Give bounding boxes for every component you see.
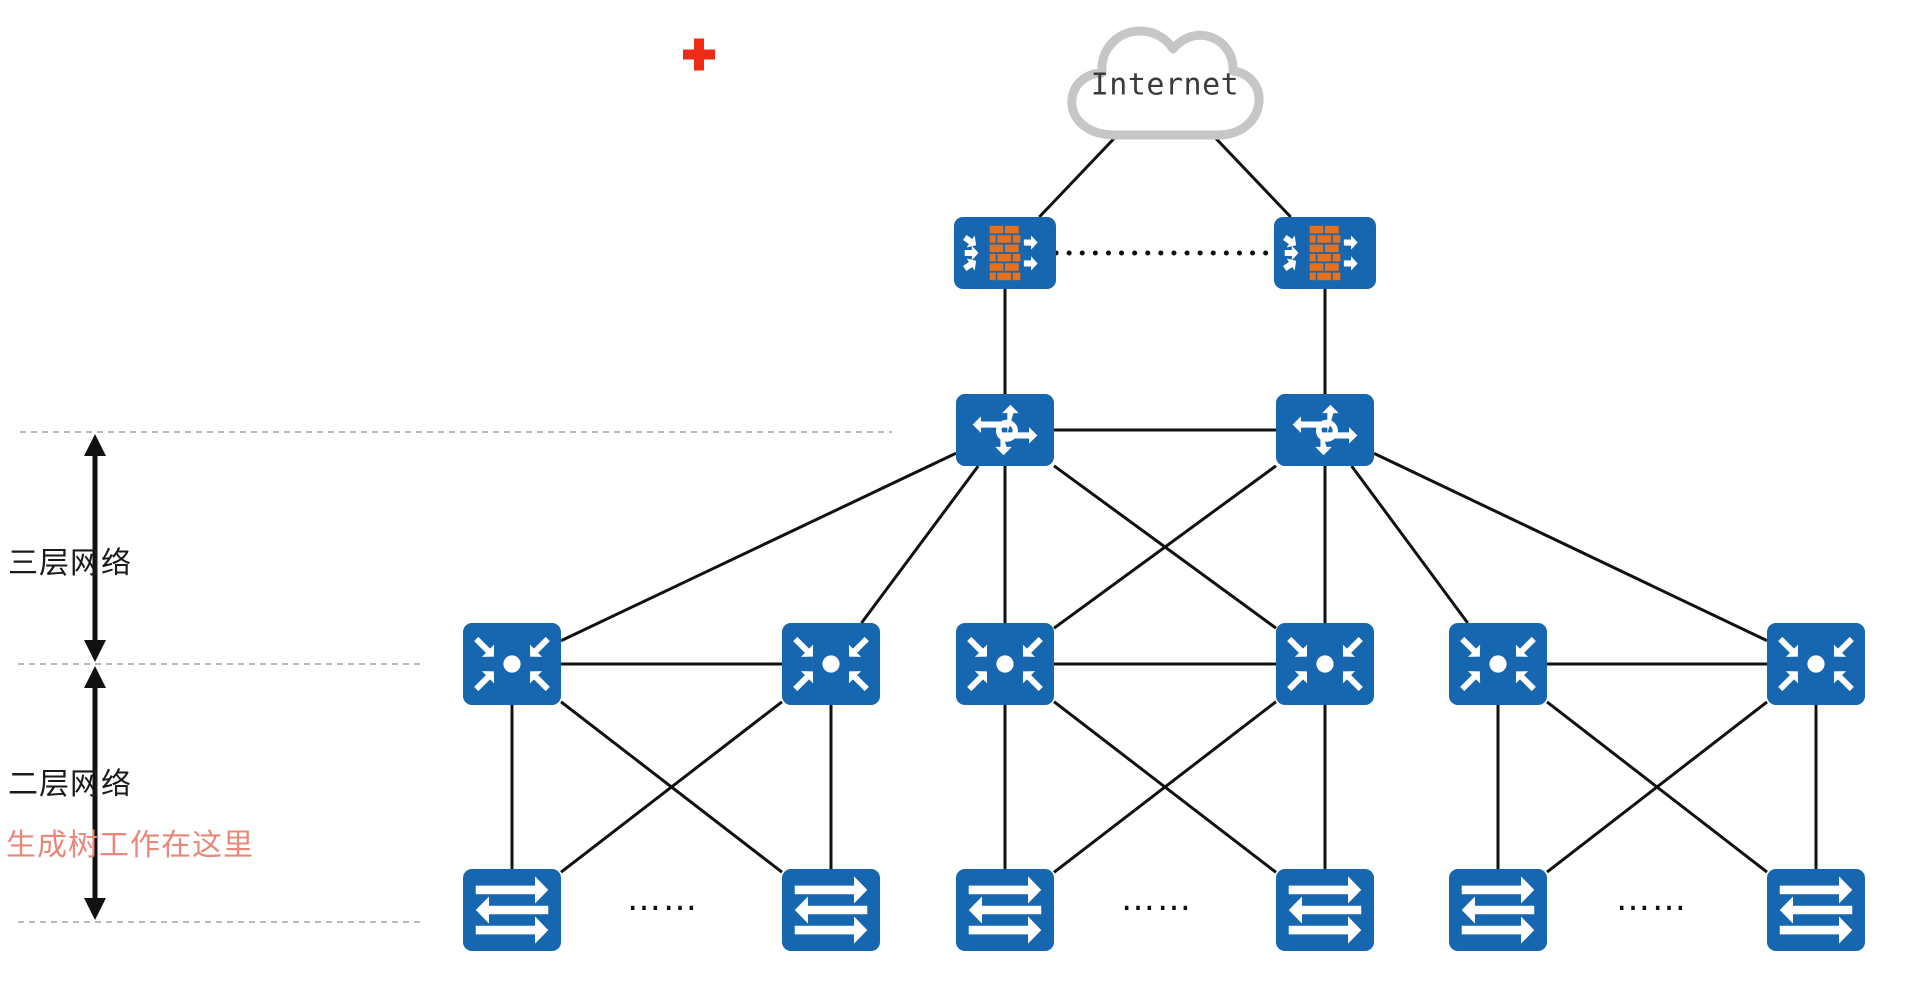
layer3-switch-icon (1276, 623, 1374, 705)
link-l3-6-l2-5 (1546, 700, 1768, 874)
layer3-switch-icon (1767, 623, 1865, 705)
link-l3-2-l2-1 (560, 700, 783, 874)
link-l3-3-l2-4 (1053, 700, 1277, 874)
red-cross-icon[interactable] (681, 37, 717, 78)
layer2-switch-icon (1276, 869, 1374, 951)
link-rt2-l3-6 (1373, 451, 1768, 643)
ellipsis-pod-2: …… (1121, 879, 1193, 919)
layer3-switch-icon (1449, 623, 1547, 705)
router-icon (956, 394, 1054, 466)
layer2-switch-icon (1449, 869, 1547, 951)
layer2-switch-icon (782, 869, 880, 951)
link-l3-1-l2-2 (560, 700, 783, 874)
link-rt1-l3-1 (560, 451, 957, 643)
arrow-layer3-head-down (84, 640, 106, 662)
link-l3-4-l2-3 (1053, 700, 1277, 874)
layer3-switch-icon (463, 623, 561, 705)
layer2-switch-icon (1767, 869, 1865, 951)
arrow-layer2-head-up (84, 666, 106, 688)
arrow-layer3-head-up (84, 434, 106, 456)
zone-label-layer2: 二层网络 (8, 767, 132, 802)
ellipsis-pod-1: …… (627, 879, 699, 919)
arrow-layer2-head-down (84, 898, 106, 920)
layer3-switch-icon (956, 623, 1054, 705)
layer2-switch-icon (956, 869, 1054, 951)
router-icon (1276, 394, 1374, 466)
zone-label-layer3: 三层网络 (8, 546, 132, 581)
internet-cloud-label: Internet (1090, 67, 1240, 103)
layer2-switch-icon (463, 869, 561, 951)
link-rt2-l3-5 (1350, 465, 1469, 624)
link-rt1-l3-4 (1053, 464, 1277, 630)
zone-label-stp-note: 生成树工作在这里 (6, 828, 254, 863)
link-rt1-l3-2 (860, 465, 980, 624)
layer3-switch-icon (782, 623, 880, 705)
firewall-icon (1274, 217, 1376, 289)
ellipsis-pod-3: …… (1616, 879, 1688, 919)
link-rt2-l3-3 (1053, 464, 1277, 630)
link-l3-5-l2-6 (1546, 700, 1768, 874)
firewall-icon (954, 217, 1056, 289)
